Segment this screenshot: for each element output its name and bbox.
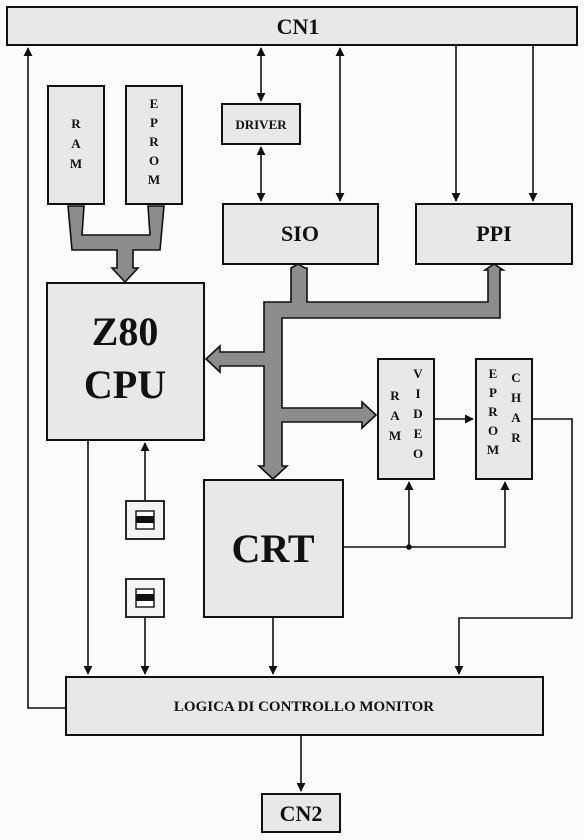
- logic-to-cn1-line: [23, 47, 66, 709]
- logic-label: LOGICA DI CONTROLLO MONITOR: [174, 699, 434, 715]
- crt-label: CRT: [231, 526, 314, 571]
- epromchar-to-logic-line: [454, 418, 573, 675]
- sio-label: SIO: [281, 221, 319, 246]
- cn2-label: CN2: [280, 801, 323, 826]
- memory-bus: [67, 205, 165, 284]
- cn1-label: CN1: [277, 14, 320, 39]
- junction-dot: [406, 544, 412, 550]
- driver-block: DRIVER: [221, 103, 301, 145]
- ppi-block: PPI: [415, 203, 573, 265]
- cpu-label-line1: Z80: [92, 309, 159, 354]
- sio-block: SIO: [222, 203, 379, 265]
- crt-to-epromchar-line: [344, 481, 510, 548]
- jumper-lower: [125, 578, 165, 618]
- ppi-label: PPI: [476, 221, 511, 246]
- monitor-control-logic: LOGICA DI CONTROLLO MONITOR: [65, 676, 544, 736]
- crt-block: CRT: [203, 479, 344, 618]
- main-data-bus: [204, 263, 506, 481]
- jumper-upper: [125, 500, 165, 540]
- cn1-connector: CN1: [6, 6, 578, 46]
- driver-label: DRIVER: [235, 117, 287, 132]
- cpu-label-line2: CPU: [84, 362, 166, 407]
- cn2-connector: CN2: [261, 793, 341, 833]
- cpu-block: Z80 CPU: [46, 282, 205, 441]
